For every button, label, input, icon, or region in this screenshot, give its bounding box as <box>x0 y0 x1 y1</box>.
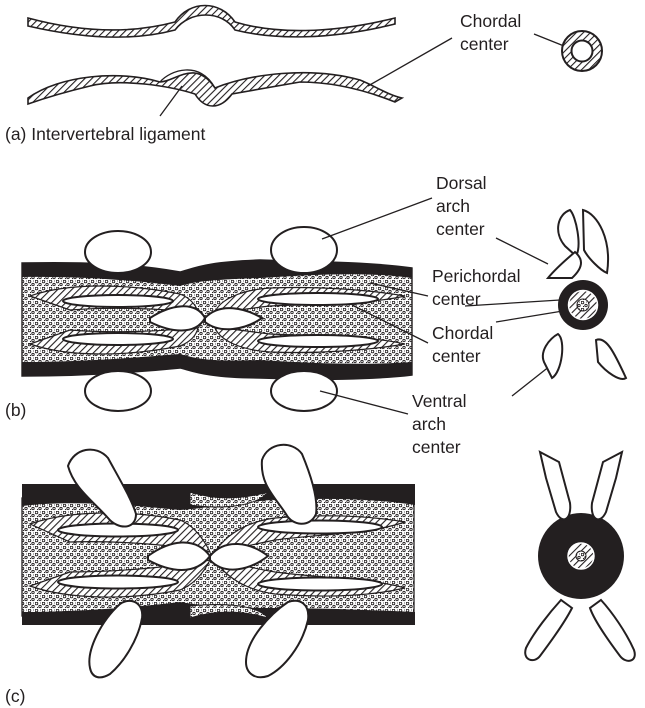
chordal-center-label-b: Chordal <box>432 323 493 343</box>
ventral-arch-center-label-line2: arch <box>412 414 446 434</box>
panel-c-caption: (c) <box>5 686 25 706</box>
notochord-lower-sheath <box>28 70 402 106</box>
ventral-arch-right <box>596 339 626 379</box>
dorsal-arch-center-label: Dorsal <box>436 173 487 193</box>
panel-b: Dorsal arch center Perichordal center Ch… <box>5 173 626 457</box>
dorsal-arch-center-label-line2: arch <box>436 196 470 216</box>
haemal-arch-left-c <box>525 600 572 660</box>
chordal-center-label-b-line2: center <box>432 346 481 366</box>
panel-a: Chordal center (a) Intervertebral ligame… <box>5 6 602 145</box>
vertebral-column-c <box>22 484 415 625</box>
chordal-center-cross-section-a <box>562 31 602 71</box>
intervertebral-ligament-leader <box>160 86 182 116</box>
ventral-arch-center-label: Ventral <box>412 391 466 411</box>
haemal-arch-right-c <box>590 600 635 661</box>
dorsal-arch-right <box>583 210 608 273</box>
cross-section-b <box>543 210 626 379</box>
ventral-arch-center-label-line3: center <box>412 437 461 457</box>
perichordal-center-label: Perichordal <box>432 266 521 286</box>
chordal-center-label-a: Chordal <box>460 11 521 31</box>
chordal-center-pointer-a <box>534 34 564 46</box>
cross-section-c <box>525 452 635 661</box>
panel-c: (c) <box>5 445 635 706</box>
neural-arch-right-c <box>592 452 622 519</box>
vertebral-column-b <box>22 260 412 379</box>
dorsal-arch-left <box>558 210 578 256</box>
ventral-arch-left <box>543 334 562 378</box>
panel-a-caption: (a) Intervertebral ligament <box>5 124 205 144</box>
chordal-center-leader-a <box>368 38 452 86</box>
notochord-upper-sheath <box>28 6 395 38</box>
ventral-arch-centers-b <box>85 371 337 411</box>
panel-b-caption: (b) <box>5 400 26 420</box>
chordal-center-label-a-line2: center <box>460 34 509 54</box>
neural-arch-left-c <box>540 452 570 519</box>
dorsal-arch-center-label-line3: center <box>436 219 485 239</box>
